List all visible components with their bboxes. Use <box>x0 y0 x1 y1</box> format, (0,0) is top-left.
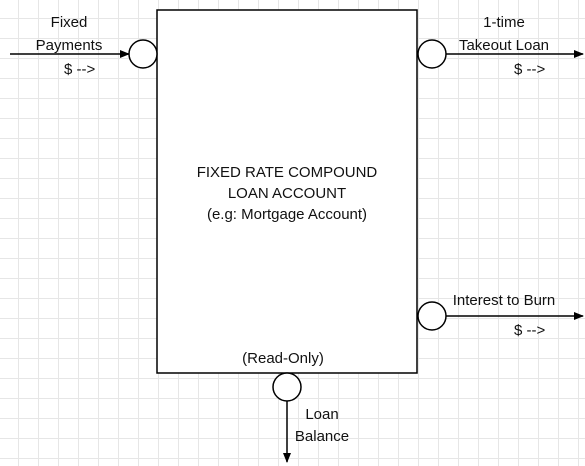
fixed-payments-label-line1: Fixed <box>51 14 88 31</box>
interest-to-burn-flow: $ --> <box>514 322 546 339</box>
takeout-loan-port[interactable] <box>417 39 447 69</box>
takeout-loan-flow: $ --> <box>514 61 546 78</box>
loan-balance-label-line2: Balance <box>295 428 349 445</box>
fixed-payments-port[interactable] <box>128 39 158 69</box>
loan-account-box[interactable] <box>156 9 418 374</box>
read-only-note: (Read-Only) <box>242 350 324 367</box>
loan-balance-label-line1: Loan <box>305 406 338 423</box>
takeout-loan-label-line1: 1-time <box>483 14 525 31</box>
account-subtitle: (e.g: Mortgage Account) <box>207 206 367 223</box>
fixed-payments-flow: $ --> <box>64 61 96 78</box>
takeout-loan-label-line2: Takeout Loan <box>459 37 549 54</box>
interest-to-burn-port[interactable] <box>417 301 447 331</box>
account-title-line1: FIXED RATE COMPOUND <box>197 164 378 181</box>
fixed-payments-label-line2: Payments <box>36 37 103 54</box>
loan-balance-port[interactable] <box>272 372 302 402</box>
account-title-line2: LOAN ACCOUNT <box>228 185 346 202</box>
interest-to-burn-label: Interest to Burn <box>453 292 556 309</box>
